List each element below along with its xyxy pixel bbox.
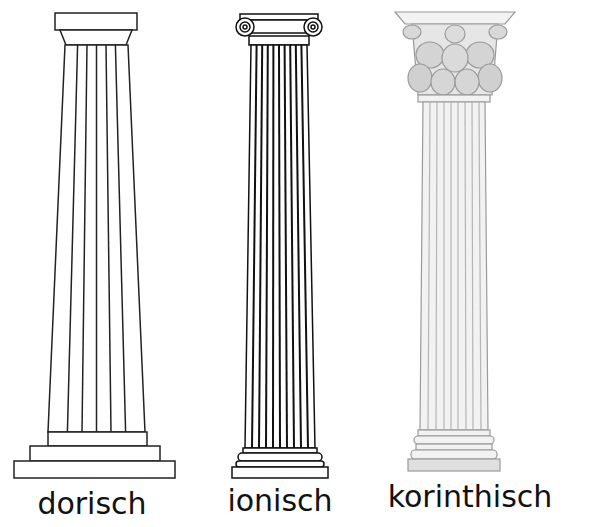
corinthian-column (395, 12, 515, 471)
doric-column (14, 13, 175, 478)
order-label: korinthisch (388, 482, 553, 512)
ionic-column (232, 14, 328, 478)
order-label: dorisch (37, 489, 146, 519)
order-label: ionisch (227, 486, 332, 516)
